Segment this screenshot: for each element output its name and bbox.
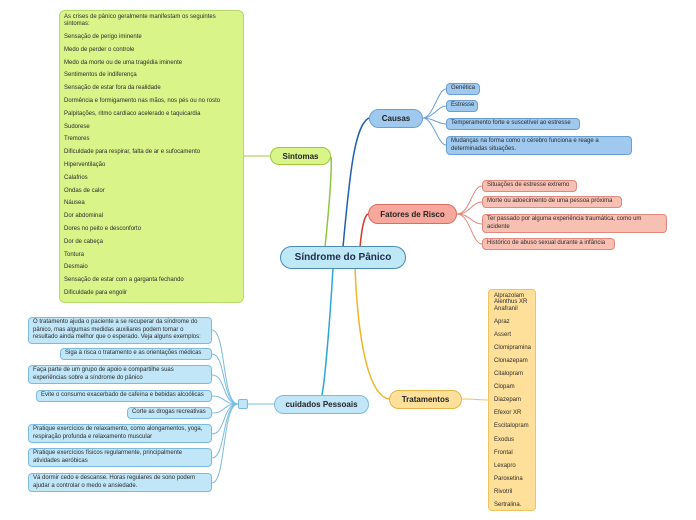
symptom-item: Sentimentos de indiferença [64, 72, 137, 79]
fator-item[interactable]: Ter passado por alguma experiência traum… [482, 214, 667, 233]
medication-item: Rivotril [494, 488, 513, 495]
medication-item: Apraz [494, 318, 510, 325]
link-fatores [359, 213, 369, 248]
causa-item[interactable]: Mudanças na forma como o cérebro funcion… [446, 136, 632, 155]
symptom-item: Sensação de perigo iminente [64, 33, 142, 40]
cuidado-item[interactable]: Evite o consumo exacerbado de cafeína e … [36, 390, 212, 402]
symptom-item: Hiperventilação [64, 161, 106, 168]
symptom-item: Dor de cabeça [64, 238, 104, 245]
symptom-item: Dores no peito e desconforto [64, 225, 142, 232]
symptom-item: Sensação de estar fora da realidade [64, 85, 161, 92]
medication-item: Efexor XR [494, 410, 522, 417]
link-causas [342, 117, 370, 248]
symptom-item: Palpitações, ritmo cardíaco acelerado e … [64, 110, 201, 117]
symptom-item: Ondas de calor [64, 187, 105, 194]
symptom-item: Sensação de estar com a garganta fechand… [64, 277, 184, 284]
medication-item: Diazepam [494, 397, 522, 404]
causa-item[interactable]: Estresse [446, 100, 478, 112]
medication-item: Escitalopram [494, 423, 529, 430]
sintomas-list[interactable]: As crises de pânico geralmente manifesta… [59, 10, 244, 303]
medication-item: Assert [494, 331, 512, 338]
causa-item[interactable]: Genética [446, 83, 480, 95]
symptom-item: Tontura [64, 251, 85, 258]
symptom-item: Dificuldade para respirar, falta de ar e… [64, 149, 201, 156]
symptom-item: Dor abdominal [64, 213, 104, 220]
medication-item: Lexapro [494, 462, 516, 469]
cuidado-item[interactable]: O tratamento ajuda o paciente a se recup… [28, 317, 212, 344]
central-topic[interactable]: Síndrome do Pânico [280, 246, 406, 269]
medication-item: Alprazolam [494, 293, 525, 299]
symptom-item: Sudorese [64, 123, 90, 130]
symptom-item: Dificuldade para engolir [64, 289, 128, 296]
medication-item: Sertralina. [494, 502, 522, 508]
cuidado-item[interactable]: Siga à risca o tratamento e as orientaçõ… [60, 348, 212, 360]
medication-item: Citalopram [494, 371, 524, 378]
tratamentos-list[interactable]: Alprazolam Alenthus XR Anafranil Apraz A… [488, 289, 536, 511]
cuidado-item[interactable]: Vá dormir cedo e descanse. Horas regular… [28, 473, 212, 492]
symptom-item: Medo de perder o controle [64, 46, 135, 53]
branch-causas[interactable]: Causas [369, 109, 423, 128]
medication-item: Clopam [494, 384, 515, 391]
symptom-item: Desmaio [64, 264, 88, 271]
cuidado-item[interactable]: Corte as drogas recreativas [127, 407, 212, 419]
medication-item: Exodus [494, 436, 515, 443]
medication-item: Anafranil [494, 305, 518, 312]
branch-sintomas[interactable]: Sintomas [270, 147, 331, 165]
link-cuidados [321, 267, 334, 396]
medication-item: Paroxetina [494, 475, 523, 482]
branch-tratamentos[interactable]: Tratamentos [389, 390, 462, 409]
branch-fatores-de-risco[interactable]: Fatores de Risco [368, 204, 457, 224]
symptom-item: As crises de pânico geralmente manifesta… [64, 14, 216, 28]
symptom-item: Calafrios [64, 174, 88, 181]
symptom-item: Náusea [64, 200, 85, 207]
cuidado-item[interactable]: Faça parte de um grupo de apoio e compar… [28, 365, 212, 384]
cuidado-item[interactable]: Pratique exercícios físicos regularmente… [28, 448, 212, 467]
medication-item: Clonazepam [494, 357, 528, 364]
collapse-connector[interactable] [238, 399, 248, 409]
link-tratamentos [354, 267, 390, 400]
causa-item[interactable]: Temperamento forte e suscetível ao estre… [446, 118, 580, 130]
link-sintomas [324, 156, 332, 248]
fator-item[interactable]: Histórico de abuso sexual durante a infâ… [482, 238, 615, 250]
symptom-item: Medo da morte ou de uma tragédia iminent… [64, 59, 183, 66]
medication-item: Alenthus XR [494, 299, 528, 306]
fator-item[interactable]: Morte ou adoecimento de uma pessoa próxi… [482, 196, 622, 208]
symptom-item: Tremores [64, 136, 90, 143]
symptom-item: Dormência e formigamento nas mãos, nos p… [64, 97, 221, 104]
medication-item: Clomipramina [494, 344, 532, 351]
branch-cuidados-pessoais[interactable]: cuidados Pessoais [274, 395, 369, 414]
fator-item[interactable]: Situações de estresse extremo [482, 180, 577, 192]
cuidado-item[interactable]: Pratique exercícios de relaxamento, como… [28, 424, 212, 443]
medication-item: Frontal [494, 449, 513, 456]
